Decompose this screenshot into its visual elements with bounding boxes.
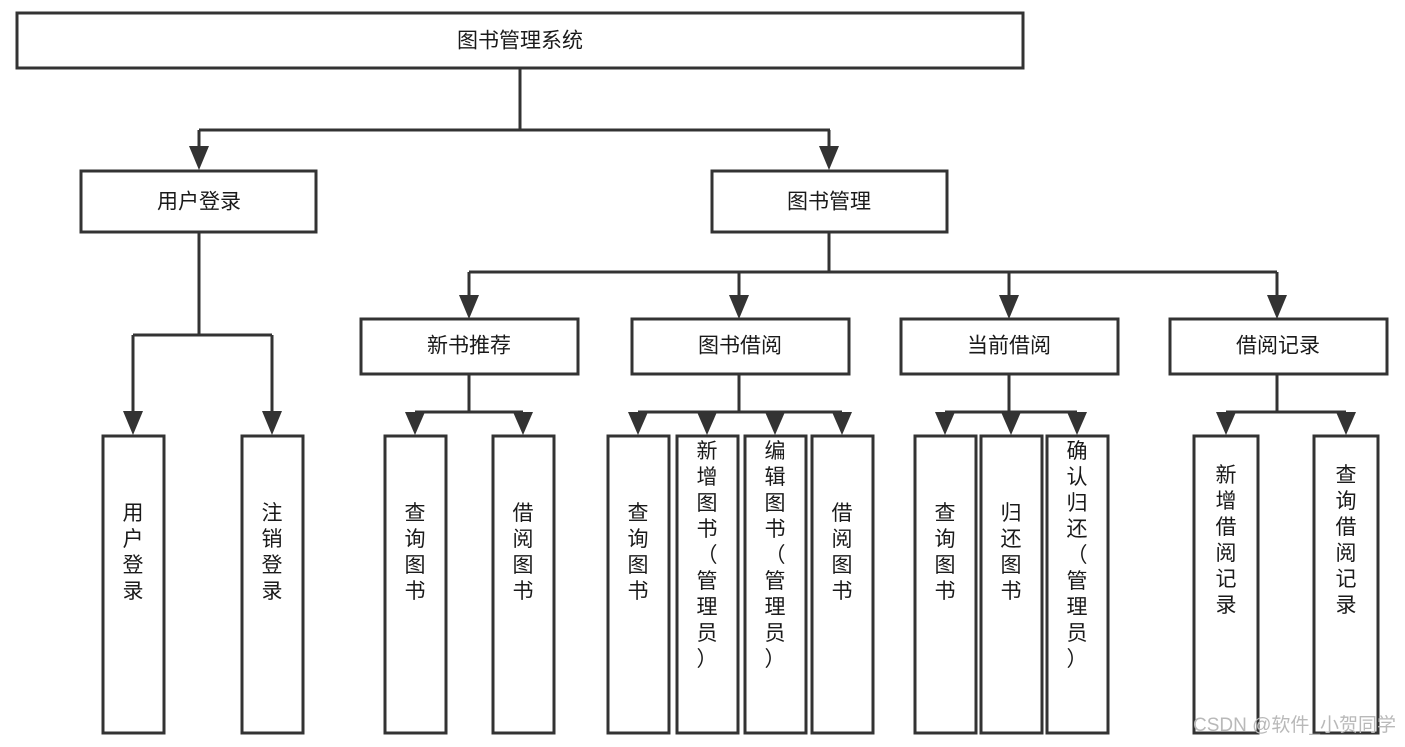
node-leaf-add-record-box[interactable]: [1192, 434, 1260, 735]
arrow-head-leaf-confirm-return: [1067, 412, 1087, 435]
node-new-book-recommend-label: 新书推荐: [427, 335, 511, 358]
arrow-head-leaf-user-login: [123, 411, 143, 435]
node-leaf-query-book-1-label: 查询图书: [405, 502, 426, 603]
node-user-login[interactable]: 用户登录: [79, 169, 318, 234]
node-book-manage[interactable]: 图书管理: [710, 169, 949, 234]
node-borrow-record[interactable]: 借阅记录: [1168, 317, 1389, 376]
arrow-head-borrow-record: [1267, 295, 1287, 319]
node-leaf-query-book-3[interactable]: 查询图书: [913, 434, 978, 735]
node-root[interactable]: 图书管理系统: [15, 11, 1025, 70]
node-user-login-label: 用户登录: [157, 191, 241, 214]
node-book-manage-label: 图书管理: [787, 191, 871, 214]
node-leaf-edit-book-box[interactable]: [743, 434, 808, 735]
node-leaf-user-login-box[interactable]: [101, 434, 166, 735]
node-book-borrow-box[interactable]: [630, 317, 851, 376]
node-leaf-query-book-2-box[interactable]: [606, 434, 671, 735]
node-leaf-logout-label: 注销登录: [262, 502, 283, 603]
arrow-head-leaf-return-book: [1001, 412, 1021, 435]
node-new-book-recommend-box[interactable]: [359, 317, 580, 376]
node-new-book-recommend[interactable]: 新书推荐: [359, 317, 580, 376]
node-leaf-query-record-box[interactable]: [1312, 434, 1380, 735]
node-current-borrow-label: 当前借阅: [967, 335, 1051, 358]
node-leaf-query-book-2[interactable]: 查询图书: [606, 434, 671, 735]
node-leaf-logout[interactable]: 注销登录: [240, 434, 305, 735]
node-leaf-edit-book-label: 编辑图书（管理员）: [765, 440, 786, 671]
arrow-head-leaf-borrow-book-2: [832, 412, 852, 435]
node-leaf-query-book-3-label: 查询图书: [935, 502, 956, 603]
arrow-head-user-login: [189, 146, 209, 170]
arrow-head-leaf-query-book-1: [405, 412, 425, 435]
node-leaf-borrow-book-2-label: 借阅图书: [832, 502, 853, 603]
node-book-borrow[interactable]: 图书借阅: [630, 317, 851, 376]
node-leaf-query-book-1-box[interactable]: [383, 434, 448, 735]
arrow-head-leaf-query-record: [1336, 412, 1356, 435]
arrow-head-leaf-edit-book: [765, 412, 785, 435]
node-leaf-query-record[interactable]: 查询借阅记录: [1312, 434, 1380, 735]
node-leaf-edit-book[interactable]: 编辑图书（管理员）: [743, 434, 808, 735]
node-leaf-query-book-3-box[interactable]: [913, 434, 978, 735]
node-leaf-confirm-return-label: 确认归还（管理员）: [1067, 440, 1088, 671]
arrow-head-current-borrow: [999, 295, 1019, 319]
csdn-watermark: CSDN @软件_小贺同学: [1193, 714, 1396, 736]
node-leaf-borrow-book-1[interactable]: 借阅图书: [491, 434, 556, 735]
node-leaf-confirm-return-box[interactable]: [1045, 434, 1110, 735]
node-borrow-record-box[interactable]: [1168, 317, 1389, 376]
node-leaf-query-book-2-label: 查询图书: [628, 502, 649, 603]
node-leaf-borrow-book-2[interactable]: 借阅图书: [810, 434, 875, 735]
node-leaf-return-book-box[interactable]: [979, 434, 1044, 735]
node-leaf-add-book-label: 新增图书（管理员）: [697, 440, 718, 671]
arrow-head-leaf-query-book-3: [935, 412, 955, 435]
node-leaf-query-book-1[interactable]: 查询图书: [383, 434, 448, 735]
arrow-head-leaf-logout: [262, 411, 282, 435]
node-user-login-box[interactable]: [79, 169, 318, 234]
node-book-manage-box[interactable]: [710, 169, 949, 234]
node-leaf-return-book-label: 归还图书: [1001, 502, 1022, 603]
arrow-head-new-book-recommend: [459, 295, 479, 319]
node-book-borrow-label: 图书借阅: [698, 335, 782, 358]
node-borrow-record-label: 借阅记录: [1236, 335, 1320, 358]
node-leaf-user-login-label: 用户登录: [123, 502, 144, 603]
arrow-head-leaf-query-book-2: [628, 412, 648, 435]
node-leaf-borrow-book-2-box[interactable]: [810, 434, 875, 735]
node-leaf-add-record-label: 新增借阅记录: [1216, 464, 1237, 617]
node-leaf-add-record[interactable]: 新增借阅记录: [1192, 434, 1260, 735]
arrow-head-leaf-add-record: [1216, 412, 1236, 435]
node-leaf-borrow-book-1-label: 借阅图书: [513, 502, 534, 603]
arrow-head-leaf-borrow-book-1: [513, 412, 533, 435]
node-root-label: 图书管理系统: [457, 30, 583, 53]
node-leaf-confirm-return[interactable]: 确认归还（管理员）: [1045, 434, 1110, 735]
node-leaf-add-book[interactable]: 新增图书（管理员）: [675, 434, 740, 735]
node-current-borrow[interactable]: 当前借阅: [899, 317, 1120, 376]
node-leaf-query-record-label: 查询借阅记录: [1336, 464, 1357, 617]
node-leaf-add-book-box[interactable]: [675, 434, 740, 735]
arrow-head-leaf-add-book: [697, 412, 717, 435]
node-root-box[interactable]: [15, 11, 1025, 70]
node-current-borrow-box[interactable]: [899, 317, 1120, 376]
node-leaf-borrow-book-1-box[interactable]: [491, 434, 556, 735]
node-leaf-user-login[interactable]: 用户登录: [101, 434, 166, 735]
connector-layer: [123, 68, 1356, 435]
arrow-head-book-borrow: [729, 295, 749, 319]
node-leaf-logout-box[interactable]: [240, 434, 305, 735]
node-leaf-return-book[interactable]: 归还图书: [979, 434, 1044, 735]
arrow-head-book-manage: [819, 146, 839, 170]
